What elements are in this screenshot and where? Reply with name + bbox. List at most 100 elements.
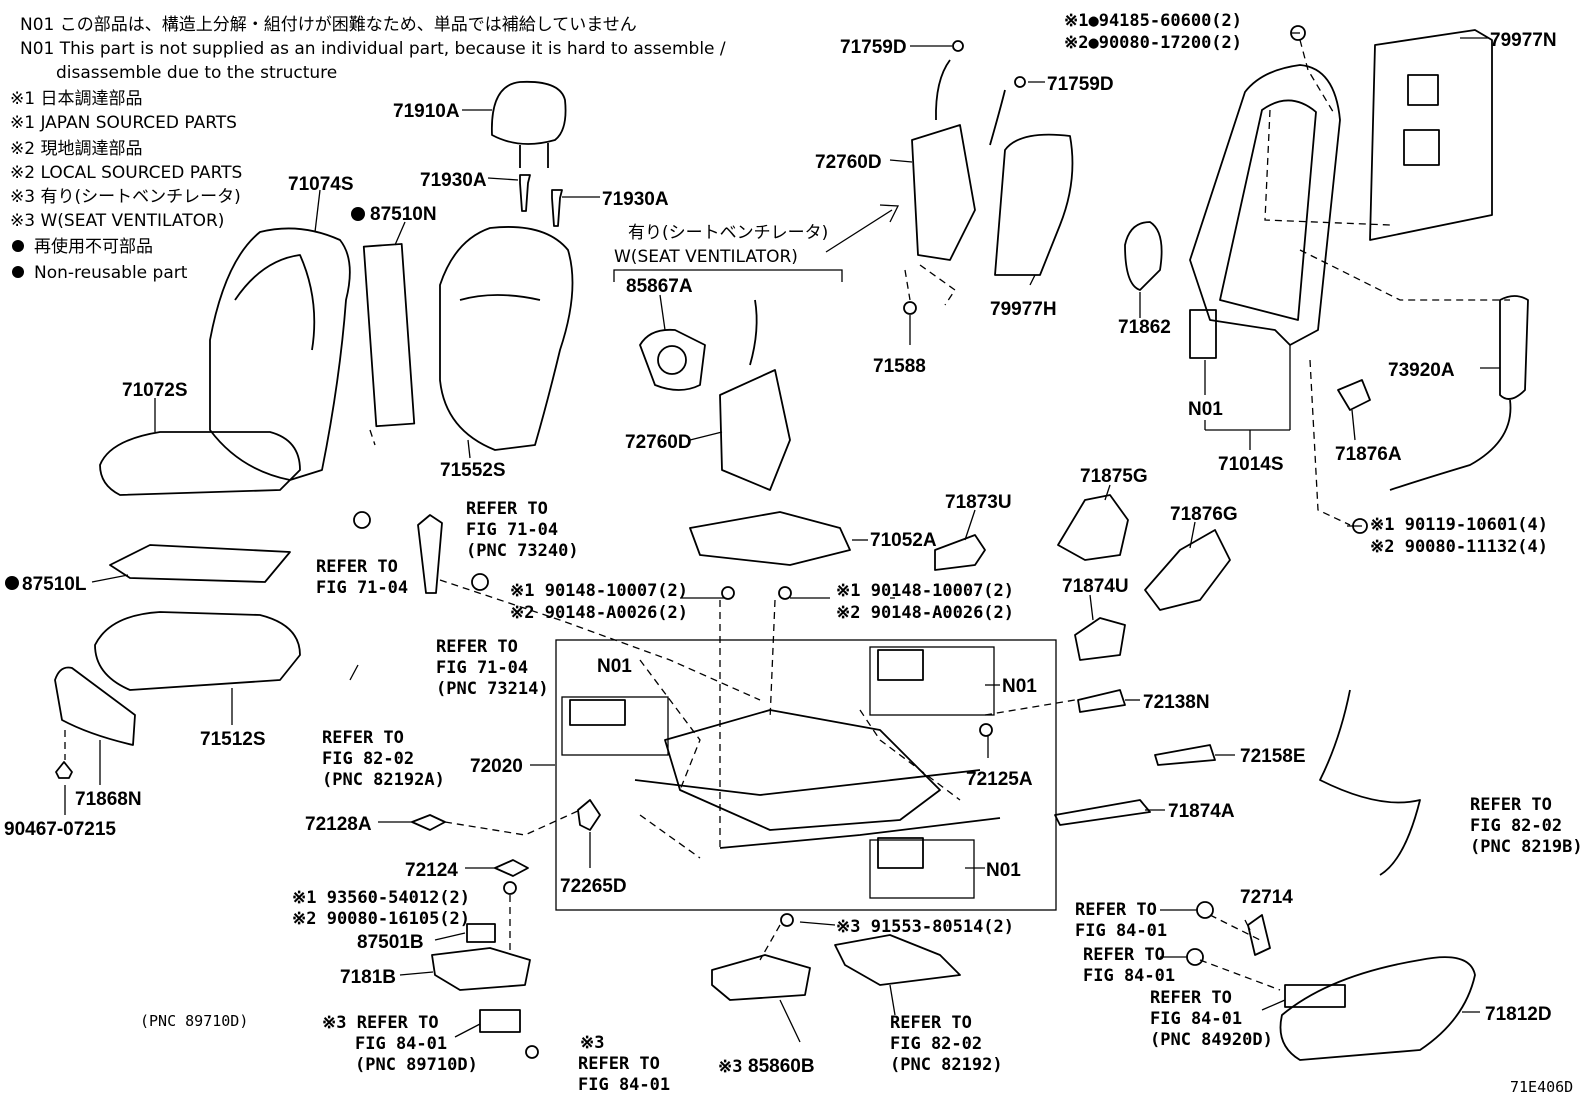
seatback-pad-shape [439,226,574,451]
harness-shape [1499,295,1529,400]
note-1-en: ※1 JAPAN SOURCED PARTS [10,113,237,133]
back-board-shape [1369,29,1493,241]
bracket-7181B [431,947,531,991]
refer-fig-84-01-89710d[interactable]: ※3 REFER TO FIG 84-01 (PNC 89710D) [322,1013,478,1075]
lumbar-support-lower [719,369,791,491]
refer-text: FIG 84-01 [578,1075,670,1095]
clip-shape [55,761,73,779]
label-72020: 72020 [470,756,523,777]
label-79977N: 79977N [1490,30,1557,51]
label-85860B-prefix: ※3 [718,1057,742,1077]
refer-text: FIG 84-01 [1075,921,1167,941]
lumbar-wire [989,89,1006,146]
nut-icon [903,301,917,315]
bolt-icon [778,586,792,600]
label-72128A: 72128A [305,814,372,835]
group-boxes [555,204,1057,911]
refer-text: (PNC 73240) [466,541,579,561]
nut-icon [1014,76,1026,88]
pn-90148-10007: ※1 90148-10007(2) [510,581,688,601]
label-85867A: 85867A [626,276,693,297]
refer-text: FIG 84-01 [355,1034,447,1054]
part-labels: 71910A 71930A 71930A 71074S 87510N 71072… [4,30,1573,1096]
lumbar-support-shape [911,124,976,261]
switch-84920D [1284,984,1346,1008]
clip-72265D [577,799,601,831]
motor-shape [877,649,924,681]
cushion-pad-shape [94,611,301,691]
shield-shape-71876G [1144,529,1231,611]
label-71930A: 71930A [420,170,487,191]
label-87501B: 87501B [357,932,424,953]
refer-fig-82-02-82192[interactable]: REFER TO FIG 82-02 (PNC 82192) [890,1013,1003,1075]
note-2-en: ※2 LOCAL SOURCED PARTS [10,163,242,183]
refer-fig-84-01-c[interactable]: ※3 REFER TO FIG 84-01 [578,1033,670,1095]
seat-rail [719,817,1001,849]
bolt-icon [721,586,735,600]
label-87510N: 87510N [370,204,437,225]
n01-box [869,839,975,899]
label-71759D: 71759D [840,37,907,58]
guide-shape [519,174,531,212]
label-71876A: 71876A [1335,444,1402,465]
nonreusable-mark [351,207,365,221]
nut-icon [353,511,371,529]
motor-shape [569,699,626,726]
bracket-71873U [934,534,986,571]
label-71862: 71862 [1118,317,1171,338]
bracket-72158E [1154,744,1216,766]
refer-text: REFER TO [1075,900,1157,920]
label-72714: 72714 [1240,887,1293,908]
ventilator-bracket [613,269,843,282]
ecu-89710D [479,1009,521,1033]
seat-rail [634,769,981,796]
refer-text: ※3 REFER TO [322,1013,439,1033]
label-71552S: 71552S [440,460,506,481]
refer-to-links: REFER TO FIG 71-04 (PNC 73240) REFER TO … [140,499,1583,1095]
lumbar-wire [749,299,758,366]
refer-fig-71-04[interactable]: REFER TO FIG 71-04 [316,557,408,598]
front-panel-shape [54,666,136,746]
refer-fig-84-01-b[interactable]: REFER TO FIG 84-01 [1083,945,1175,986]
refer-text: REFER TO [316,557,398,577]
refer-fig-82-02-82192a[interactable]: REFER TO FIG 82-02 (PNC 82192A) [322,728,445,790]
guide-shape [551,189,563,227]
back-pad-shape [994,133,1074,276]
bolt-icon [780,913,794,927]
refer-fig-84-01-a[interactable]: REFER TO FIG 84-01 [1075,900,1167,941]
label-71072S: 71072S [122,380,188,401]
label-71074S: 71074S [288,174,354,195]
bolt-icon [503,881,517,895]
note-nonreusable-en: Non-reusable part [34,263,188,283]
refer-fig-82-02-8219b[interactable]: REFER TO FIG 82-02 (PNC 8219B) [1470,795,1583,857]
part-numbers: ※1●94185-60600(2) ※2●90080-17200(2) ※1 9… [292,11,1548,937]
nonreusable-mark [5,576,19,590]
shield-shape-71875G [1057,494,1129,561]
part-drawings [54,29,1529,1061]
label-72138N: 72138N [1143,692,1210,713]
note-1-jp: ※1 日本調達部品 [10,89,142,109]
bullet-icon [12,266,24,278]
side-cover-shape [1124,221,1163,291]
label-72158E: 72158E [1240,746,1306,767]
harness-82192 [834,934,961,986]
label-71874U: 71874U [1062,576,1129,597]
label-71875G: 71875G [1080,466,1148,487]
label-71876G: 71876G [1170,504,1238,525]
refer-fig-71-04-73214[interactable]: REFER TO FIG 71-04 (PNC 73214) [436,637,549,699]
pn-93560-54012: ※1 93560-54012(2) [292,888,470,908]
lumbar-wire [935,59,951,121]
refer-fig-71-04-73240[interactable]: REFER TO FIG 71-04 (PNC 73240) [466,499,579,561]
refer-fig-84-01-84920d[interactable]: REFER TO FIG 84-01 (PNC 84920D) [1150,988,1273,1050]
block-87501B [466,923,496,943]
refer-text: (PNC 84920D) [1150,1030,1273,1050]
label-71512S: 71512S [200,729,266,750]
note-n01-en-cont: disassemble due to the structure [56,63,337,83]
nut-icon [952,40,964,52]
refer-text: (PNC 73214) [436,679,549,699]
heater-pad-shape [362,243,416,428]
label-71868N: 71868N [75,789,142,810]
label-73920A: 73920A [1388,360,1455,381]
back-board-window [1407,74,1439,106]
label-72760D: 72760D [815,152,882,173]
